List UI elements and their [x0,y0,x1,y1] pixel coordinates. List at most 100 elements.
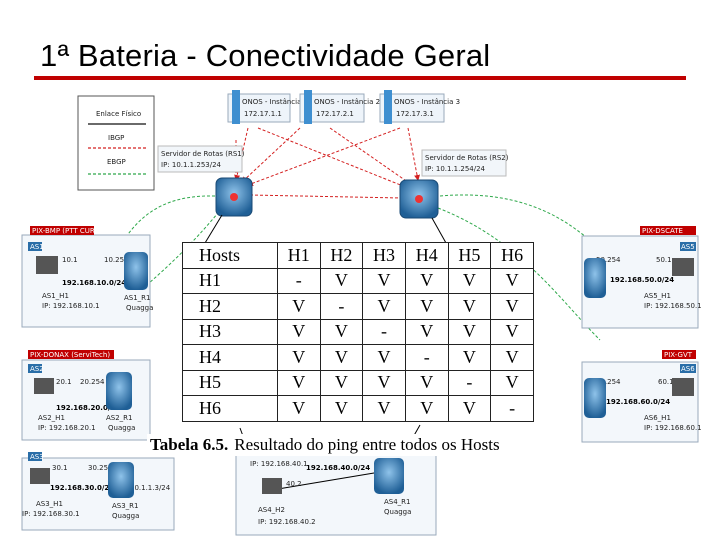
table-cell: V [362,395,406,422]
table-header-cell: H5 [447,242,492,269]
as6-gw: 60.254 [596,378,621,386]
as1-net: 192.168.10.0/24 [62,279,126,287]
legend-ebgp-label: EBGP [107,158,126,166]
table-cell: V [276,369,321,396]
table-cell: - [319,293,364,320]
as3-link: 10.1.1.3/24 [130,484,171,492]
onos-2-ip: 172.17.2.1 [316,110,354,118]
computer-icon [34,378,54,394]
core-switch-1 [215,177,253,217]
table-row-header: H3 [182,318,278,345]
table-cell: V [447,395,492,422]
switch-icon [415,195,423,203]
as2-router-sw: Quagga [108,424,135,432]
table-cell: V [490,344,534,371]
table-cell: V [319,318,364,345]
as3-router-sw: Quagga [112,512,139,520]
as1-gw: 10.1 [62,256,78,264]
table-row: H6 V V V V V - [182,395,534,422]
computer-icon [672,378,694,396]
as6-net: 192.168.60.0/24 [606,398,670,406]
table-cell: V [319,344,364,371]
table-row-header: H6 [182,395,278,422]
table-caption: Tabela 6.5.Resultado do ping entre todos… [147,434,503,456]
as4-gw: 40.2 [286,480,302,488]
as2-gw2: 20.254 [80,378,105,386]
table-row: H1 - V V V V V [182,267,534,294]
site-as1: PIX-BMP (PTT CURBI) AS1 10.1 10.254 192.… [21,226,153,328]
ibgp-links [234,127,421,199]
as5-host: AS5_H1 [644,292,671,300]
as4-net: 192.168.40.0/24 [306,464,370,472]
server-icon [232,90,240,124]
table-cell: V [404,395,449,422]
table-cell: V [404,369,449,396]
table-row: H5 V V V V - V [182,369,534,396]
onos-1-ip: 172.17.1.1 [244,110,282,118]
as2-gw: 20.1 [56,378,72,386]
table-cell: V [362,267,406,294]
table-cell: - [404,344,449,371]
as4-router: AS4_R1 [384,498,411,506]
as3-label: AS3 [30,453,44,461]
table-cell: V [447,293,492,320]
server-icon [304,90,312,124]
as3-host-ip: IP: 192.168.30.1 [22,510,80,518]
table-cell: V [276,395,321,422]
as3-gw2: 30.254 [88,464,113,472]
computer-icon [262,478,282,494]
table-cell: V [490,369,534,396]
as6-host-ip: IP: 192.168.60.1 [644,424,702,432]
as1-router: AS1_R1 [124,294,151,302]
table-cell: V [404,267,449,294]
route-server-2: Servidor de Rotas (RS2) IP: 10.1.1.254/2… [421,149,509,177]
table-row: H2 V - V V V V [182,293,534,320]
table-header-cell: H2 [319,242,364,269]
site-as4: IP: 192.168.40.1 192.168.40.0/24 40.2 AS… [235,454,437,536]
table-row-header: H2 [182,293,278,320]
table-header-cell: H1 [276,242,321,269]
table-cell: V [404,318,449,345]
ebgp-links [117,194,601,341]
as2-net: 192.168.20.0/24 [56,404,120,412]
legend-physical-label: Enlace Físico [96,110,141,118]
table-cell: V [447,318,492,345]
onos-2-name: ONOS - Instância 2 [314,98,380,106]
as2-label: AS2 [30,365,44,373]
table-row-header: H4 [182,344,278,371]
as1-host-ip: IP: 192.168.10.1 [42,302,100,310]
core-switch-2 [399,179,439,219]
table-header-cell: Hosts [182,242,278,269]
as3-router: AS3_R1 [112,502,139,510]
onos-1-name: ONOS - Instância 1 [242,98,308,106]
site-as3: AS3 30.1 30.254 192.168.30.0/24 10.1.1.3… [21,452,175,531]
table-cell: V [362,293,406,320]
computer-icon [30,468,50,484]
as1-label: AS1 [30,243,44,251]
as2-host-ip: IP: 192.168.20.1 [38,424,96,432]
as2-host: AS2_H1 [38,414,65,422]
onos-instance-1: ONOS - Instância 1 172.17.1.1 [227,90,308,124]
table-header-cell: H3 [362,242,406,269]
as5-host-ip: IP: 192.168.50.1 [644,302,702,310]
table-cell: V [362,369,406,396]
as5-net: 192.168.50.0/24 [610,276,674,284]
onos-3-ip: 172.17.3.1 [396,110,434,118]
as6-gw2: 60.1 [658,378,674,386]
table-cell: - [362,318,406,345]
table-row-header: H1 [182,267,278,294]
onos-instance-3: ONOS - Instância 3 172.17.3.1 [379,90,460,124]
router-icon [106,372,132,410]
table-row-header: H5 [182,369,278,396]
as1-router-sw: Quagga [126,304,153,312]
table-header-cell: H6 [490,242,534,269]
as1-tag: PIX-BMP (PTT CURBI) [32,227,105,235]
router-icon [584,378,606,418]
onos-3-name: ONOS - Instância 3 [394,98,460,106]
as5-tag: PIX-DSCATE [642,227,683,235]
as6-tag: PIX-GVT [664,351,693,359]
caption-text: Resultado do ping entre todos os Hosts [234,435,500,454]
table-cell: V [319,369,364,396]
table-cell: V [276,293,321,320]
